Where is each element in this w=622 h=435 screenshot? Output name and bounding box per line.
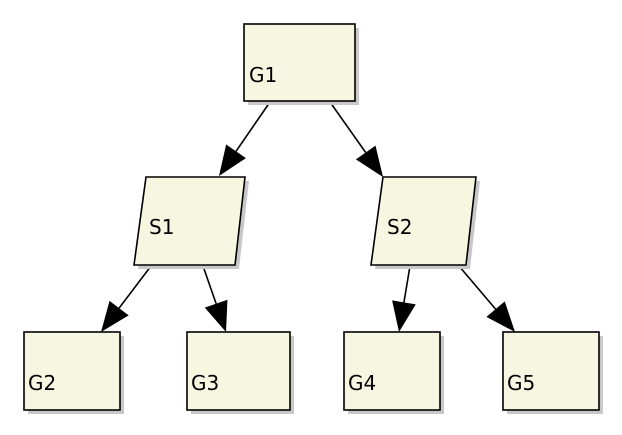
node-g5[interactable]: G5	[502, 331, 603, 414]
node-s2-label: S2	[387, 215, 412, 239]
edge-line	[329, 101, 367, 153]
node-s1-box	[133, 176, 246, 266]
edge-line	[118, 265, 152, 309]
node-g2-box	[23, 331, 121, 411]
node-g2-label: G2	[28, 371, 56, 395]
node-g1[interactable]: G1	[243, 23, 359, 105]
node-s2-box	[370, 176, 477, 266]
node-g5-label: G5	[507, 371, 535, 395]
arrowhead-icon	[392, 300, 416, 332]
node-g3[interactable]: G3	[186, 331, 294, 414]
arrowhead-icon	[204, 299, 228, 332]
node-g4-box	[343, 331, 441, 411]
edge-line	[403, 265, 411, 303]
node-s1-label: S1	[149, 215, 174, 239]
edge-g1-to-s2	[329, 101, 383, 177]
node-g4[interactable]: G4	[343, 331, 444, 414]
edge-line	[202, 265, 217, 304]
edges-layer	[101, 101, 515, 332]
arrowhead-icon	[101, 300, 129, 332]
edge-line	[235, 101, 271, 152]
node-g3-box	[186, 331, 291, 411]
node-s1[interactable]: S1	[133, 176, 249, 269]
node-g4-label: G4	[348, 371, 376, 395]
edge-s2-to-g5	[458, 265, 515, 332]
edge-s1-to-g2	[101, 265, 152, 332]
arrowhead-icon	[486, 301, 515, 332]
node-g1-label: G1	[249, 63, 277, 87]
node-g2[interactable]: G2	[23, 331, 124, 414]
node-g5-box	[502, 331, 600, 411]
edge-line	[458, 265, 497, 310]
node-g3-label: G3	[191, 371, 219, 395]
edge-s1-to-g3	[202, 265, 228, 332]
node-g1-box	[243, 23, 356, 102]
edge-g1-to-s1	[219, 101, 271, 176]
edge-s2-to-g4	[392, 265, 416, 332]
arrowhead-icon	[219, 144, 246, 176]
node-s2[interactable]: S2	[370, 176, 480, 269]
arrowhead-icon	[355, 145, 383, 177]
